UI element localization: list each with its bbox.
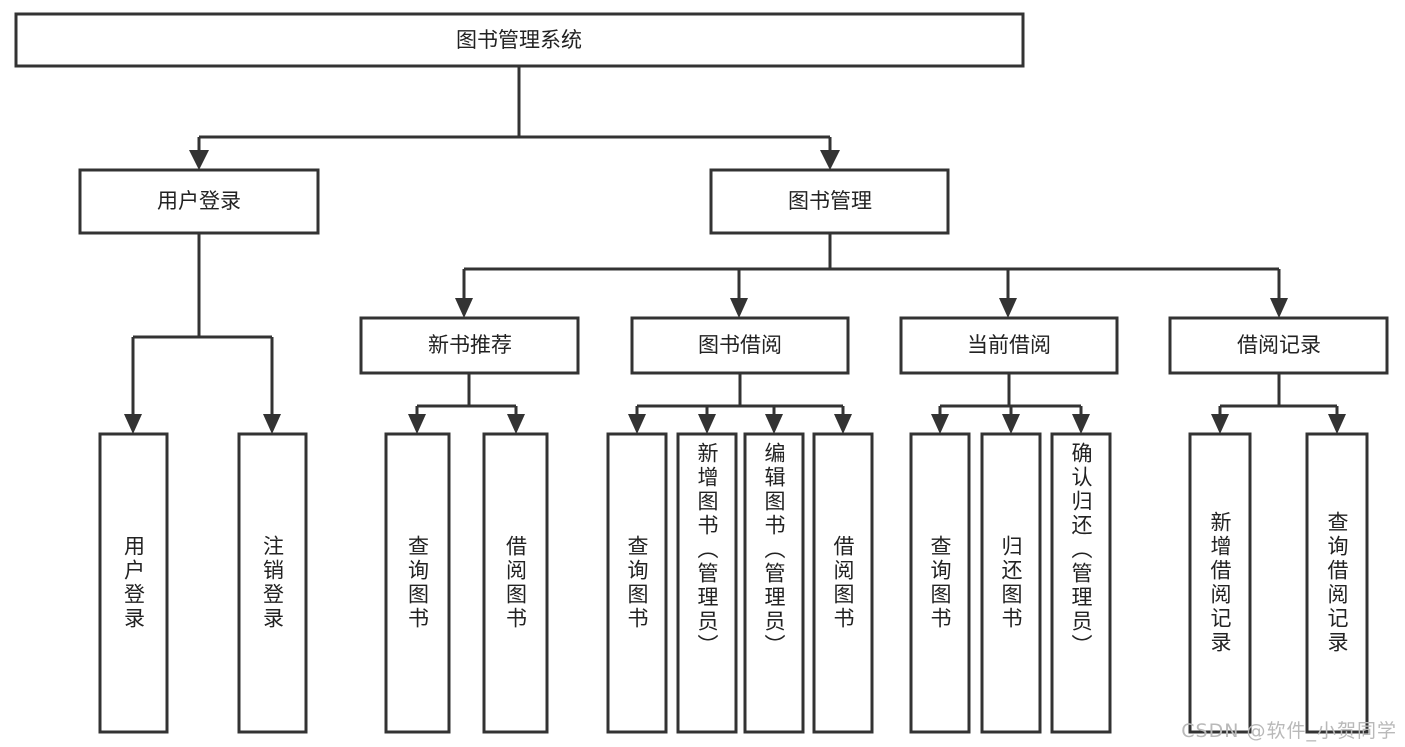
node-label-current-borrow: 当前借阅: [967, 333, 1051, 357]
arrow-head-leaf-query-book-2: [628, 414, 646, 434]
node-box-leaf-edit-book[interactable]: [743, 432, 805, 734]
arrow-head-book-manage: [820, 150, 840, 170]
connector-group-borrow-record: [1211, 373, 1346, 434]
node-box-leaf-query-record[interactable]: [1305, 432, 1369, 734]
arrow-head-leaf-borrow-book-1: [507, 414, 525, 434]
node-root[interactable]: 图书管理系统: [14, 12, 1025, 68]
watermark-text: CSDN @软件_小贺同学: [1181, 720, 1397, 742]
node-box-leaf-borrow-book-2[interactable]: [812, 432, 874, 734]
arrow-head-leaf-query-book-1: [408, 414, 426, 434]
node-box-current-borrow[interactable]: [899, 316, 1119, 375]
arrow-head-leaf-add-record: [1211, 414, 1229, 434]
node-box-leaf-borrow-book-1[interactable]: [482, 432, 549, 734]
node-current-borrow[interactable]: 当前借阅: [899, 316, 1119, 375]
node-box-leaf-query-book-2[interactable]: [606, 432, 668, 734]
arrow-head-leaf-query-book-3: [931, 414, 949, 434]
node-box-borrow-record[interactable]: [1168, 316, 1389, 375]
arrow-head-leaf-return-book: [1002, 414, 1020, 434]
node-new-book-recommend[interactable]: 新书推荐: [359, 316, 580, 375]
node-label-user-login: 用户登录: [157, 189, 241, 213]
node-box-root[interactable]: [14, 12, 1025, 68]
arrow-head-leaf-user-login: [124, 414, 142, 434]
node-book-borrow[interactable]: 图书借阅: [630, 316, 850, 375]
arrow-head-leaf-borrow-book-2: [834, 414, 852, 434]
node-label-borrow-record: 借阅记录: [1237, 333, 1321, 357]
node-box-book-borrow[interactable]: [630, 316, 850, 375]
node-box-leaf-query-book-1[interactable]: [384, 432, 451, 734]
node-box-leaf-query-book-3[interactable]: [909, 432, 971, 734]
connector-group-new-book-recommend: [408, 373, 525, 434]
arrow-head-book-borrow: [730, 298, 748, 318]
arrow-head-new-book-recommend: [455, 298, 473, 318]
node-label-new-book-recommend: 新书推荐: [428, 333, 512, 357]
node-book-manage[interactable]: 图书管理: [709, 168, 950, 235]
node-box-book-manage[interactable]: [709, 168, 950, 235]
node-box-leaf-confirm-return[interactable]: [1050, 432, 1112, 734]
arrow-head-leaf-query-record: [1328, 414, 1346, 434]
node-user-login[interactable]: 用户登录: [78, 168, 320, 235]
node-box-leaf-add-book[interactable]: [676, 432, 738, 734]
node-box-leaf-user-login[interactable]: [98, 432, 169, 734]
arrow-head-leaf-add-book: [698, 414, 716, 434]
connector-group-book-borrow: [628, 373, 852, 434]
node-box-leaf-add-record[interactable]: [1188, 432, 1252, 734]
connector-group-current-borrow: [931, 373, 1090, 434]
leaf-box-group: [98, 432, 1369, 734]
node-box-user-login[interactable]: [78, 168, 320, 235]
arrow-head-user-login: [189, 150, 209, 170]
node-box-leaf-user-logout[interactable]: [237, 432, 308, 734]
node-borrow-record[interactable]: 借阅记录: [1168, 316, 1389, 375]
arrow-head-borrow-record: [1270, 298, 1288, 318]
node-label-book-manage: 图书管理: [788, 189, 872, 213]
arrow-head-leaf-edit-book: [765, 414, 783, 434]
arrow-head-current-borrow: [999, 298, 1017, 318]
arrow-head-leaf-confirm-return: [1072, 414, 1090, 434]
node-label-root: 图书管理系统: [456, 28, 582, 52]
connector-group-book-manage: [455, 233, 1288, 318]
connector-group-root: [189, 66, 840, 170]
connector-group-user-login: [124, 233, 281, 434]
node-box-leaf-return-book[interactable]: [980, 432, 1042, 734]
node-box-new-book-recommend[interactable]: [359, 316, 580, 375]
arrow-head-leaf-user-logout: [263, 414, 281, 434]
node-label-book-borrow: 图书借阅: [698, 333, 782, 357]
